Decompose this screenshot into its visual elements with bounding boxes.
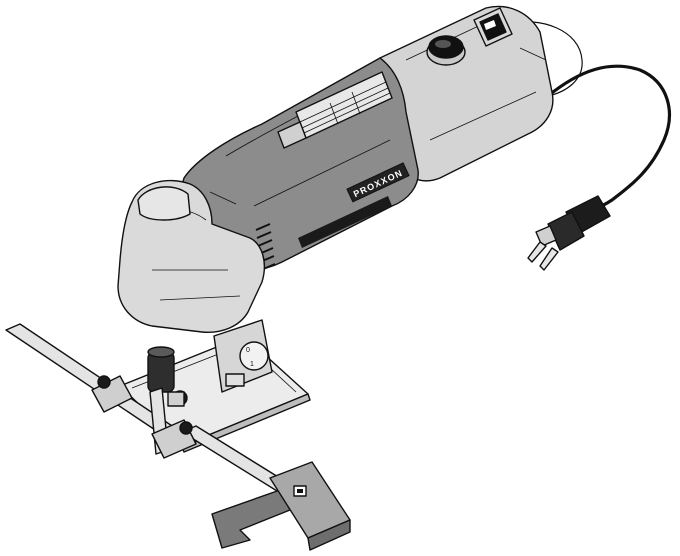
power-cord xyxy=(546,64,671,216)
power-switch-icon xyxy=(473,7,513,47)
fence-clamp-rear xyxy=(151,419,197,459)
guide-foot xyxy=(211,461,351,551)
rating-plate xyxy=(277,71,393,149)
speed-dial-icon xyxy=(426,35,466,66)
scale-mark-top: 0 xyxy=(246,347,250,354)
fence-clamp-front xyxy=(91,375,133,413)
side-slot xyxy=(298,196,392,248)
power-plug-icon xyxy=(527,195,611,271)
scale-mark-bottom: 1 xyxy=(250,361,254,368)
